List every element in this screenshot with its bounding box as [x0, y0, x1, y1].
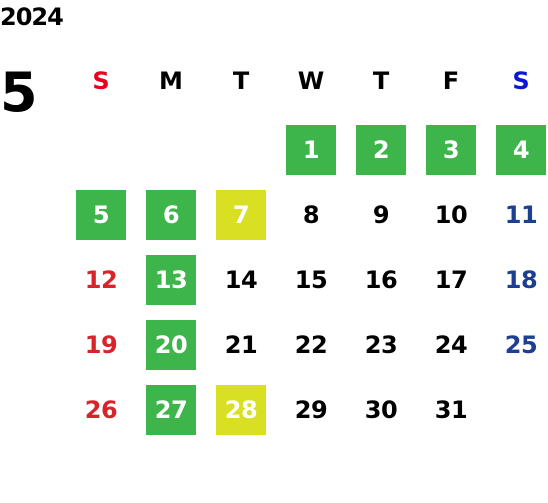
- weekday-header: W: [297, 67, 325, 95]
- day-cell: 14: [224, 266, 258, 294]
- weekday-header: M: [159, 67, 183, 95]
- day-cell: 8: [302, 201, 320, 229]
- day-cell: 16: [364, 266, 398, 294]
- day-cell: 4: [496, 125, 546, 175]
- day-cell: 25: [504, 331, 538, 359]
- weekday-header: S: [512, 67, 530, 95]
- day-cell: 24: [434, 331, 468, 359]
- weekday-header: S: [92, 67, 110, 95]
- day-cell: 26: [84, 396, 118, 424]
- day-cell: 10: [434, 201, 468, 229]
- month-number: 5: [0, 61, 38, 124]
- day-cell: 31: [434, 396, 468, 424]
- weekday-header: F: [442, 67, 460, 95]
- day-cell: 18: [504, 266, 538, 294]
- day-cell: 17: [434, 266, 468, 294]
- day-cell: 13: [146, 255, 196, 305]
- day-cell: 11: [504, 201, 538, 229]
- day-cell: 3: [426, 125, 476, 175]
- day-cell: 6: [146, 190, 196, 240]
- day-cell: 23: [364, 331, 398, 359]
- day-cell: 12: [84, 266, 118, 294]
- day-cell: 30: [364, 396, 398, 424]
- day-cell: 1: [286, 125, 336, 175]
- day-cell: 15: [294, 266, 328, 294]
- day-cell: 22: [294, 331, 328, 359]
- day-cell: 2: [356, 125, 406, 175]
- day-cell: 9: [372, 201, 390, 229]
- day-cell: 21: [224, 331, 258, 359]
- day-cell: 27: [146, 385, 196, 435]
- weekday-header: T: [372, 67, 390, 95]
- day-cell: 7: [216, 190, 266, 240]
- day-cell: 5: [76, 190, 126, 240]
- year-label: 2024: [0, 3, 64, 31]
- day-cell: 19: [84, 331, 118, 359]
- day-cell: 28: [216, 385, 266, 435]
- weekday-header: T: [232, 67, 250, 95]
- day-cell: 20: [146, 320, 196, 370]
- day-cell: 29: [294, 396, 328, 424]
